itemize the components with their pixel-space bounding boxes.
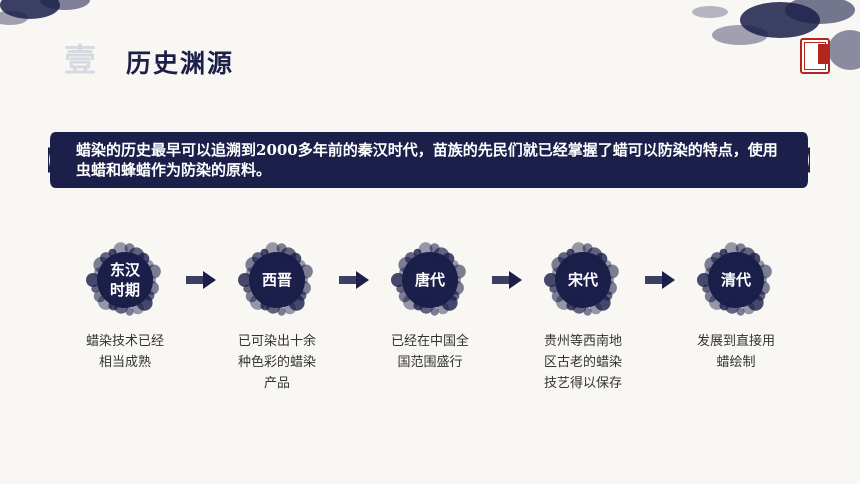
- timeline-description: 发展到直接用 蜡绘制: [696, 334, 775, 370]
- ink-cloud-decoration-right: [692, 0, 860, 70]
- timeline-node: 宋代: [538, 235, 628, 325]
- timeline-period-label: 宋代: [567, 271, 598, 289]
- timeline-period-label: 西晋: [261, 271, 292, 289]
- section-number: 壹: [63, 41, 96, 79]
- arrow-right-icon: [186, 271, 216, 289]
- arrow-right-icon: [644, 271, 675, 289]
- timeline-period-label: 清代: [720, 271, 751, 289]
- timeline-node: 东汉 时期: [80, 235, 170, 325]
- timeline-description: 贵州等西南地 区古老的蜡染 技艺得以保存: [543, 334, 622, 391]
- arrow-right-icon: [491, 271, 522, 289]
- banner-text: 蜡染的历史最早可以追溯到2000多年前的秦汉时代，苗族的先民们就已经掌握了蜡可以…: [76, 141, 778, 179]
- history-timeline: 东汉 时期蜡染技术已经 相当成熟 西晋已可染出十余 种色彩的蜡染 产品 唐代已经在中…: [0, 235, 860, 435]
- timeline-description: 已可染出十余 种色彩的蜡染 产品: [237, 334, 316, 391]
- intro-banner: 蜡染的历史最早可以追溯到2000多年前的秦汉时代，苗族的先民们就已经掌握了蜡可以…: [48, 128, 810, 192]
- red-seal-stamp-icon: [800, 38, 830, 74]
- timeline-node: 清代: [691, 235, 781, 325]
- timeline-description: 蜡染技术已经 相当成熟: [85, 334, 164, 370]
- timeline-description: 已经在中国全 国范围盛行: [390, 334, 469, 370]
- timeline-period-label: 东汉 时期: [109, 261, 140, 299]
- arrow-right-icon: [338, 271, 369, 289]
- banner-background: [48, 132, 810, 188]
- ink-cloud-decoration-left: [0, 0, 90, 25]
- timeline-node: 西晋: [232, 235, 322, 325]
- page-title: 历史渊源: [126, 49, 235, 78]
- timeline-period-label: 唐代: [414, 271, 445, 289]
- timeline-node: 唐代: [385, 235, 475, 325]
